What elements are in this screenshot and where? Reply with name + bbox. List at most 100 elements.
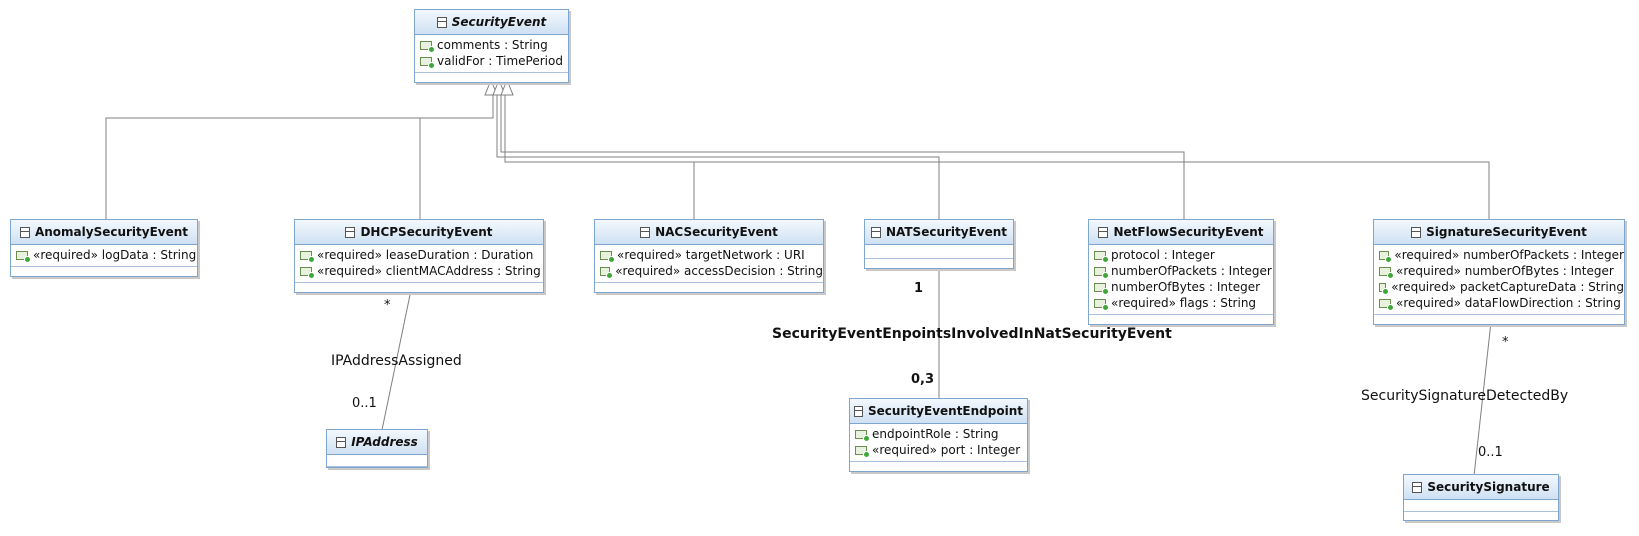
multiplicity-endpoint-side: 0,3 [911, 372, 935, 387]
class-icon [345, 226, 356, 238]
attribute-text: endpointRole : String [872, 427, 999, 441]
class-nac-security-event[interactable]: NACSecurityEvent «required» targetNetwor… [594, 219, 824, 293]
attribute-row[interactable]: «required» logData : String [11, 247, 197, 263]
class-header: SecurityEventEndpoint [850, 399, 1027, 424]
attribute-row[interactable]: «required» flags : String [1089, 295, 1273, 311]
operation-compartment [865, 259, 1013, 268]
class-nat-security-event[interactable]: NATSecurityEvent [864, 219, 1014, 269]
operation-compartment [595, 283, 823, 292]
class-name: SecuritySignature [1427, 480, 1550, 494]
attribute-row[interactable]: numberOfBytes : Integer [1089, 279, 1273, 295]
attribute-row[interactable]: «required» accessDecision : String [595, 263, 823, 279]
attribute-icon [600, 250, 615, 263]
class-icon [640, 226, 651, 238]
attribute-text: «required» numberOfPackets : Integer [1394, 248, 1624, 262]
attribute-row[interactable]: «required» numberOfBytes : Integer [1374, 263, 1624, 279]
class-security-event[interactable]: SecurityEvent comments : String validFor… [414, 9, 569, 83]
class-name: AnomalySecurityEvent [34, 225, 189, 239]
association-signature-detected [1473, 321, 1492, 477]
operation-compartment [415, 73, 568, 82]
attribute-icon [1379, 250, 1393, 263]
attribute-row[interactable]: «required» dataFlowDirection : String [1374, 295, 1624, 311]
multiplicity-dhcp-side: * [384, 298, 391, 313]
operation-compartment [1089, 315, 1273, 324]
class-icon [854, 405, 863, 417]
class-netflow-security-event[interactable]: NetFlowSecurityEvent protocol : Integer … [1088, 219, 1274, 325]
class-name: NACSecurityEvent [655, 225, 778, 239]
attribute-row[interactable]: «required» targetNetwork : URI [595, 247, 823, 263]
attribute-text: «required» logData : String [33, 248, 197, 262]
operation-compartment [1404, 512, 1558, 520]
attribute-row[interactable]: validFor : TimePeriod [415, 53, 568, 69]
attribute-text: «required» leaseDuration : Duration [317, 248, 534, 262]
attribute-row[interactable]: numberOfPackets : Integer [1089, 263, 1273, 279]
attribute-row[interactable]: comments : String [415, 37, 568, 53]
multiplicity-security-signature-side: 0..1 [1478, 445, 1503, 460]
class-security-event-endpoint[interactable]: SecurityEventEndpoint endpointRole : Str… [849, 398, 1028, 472]
association-label-nat-endpoints: SecurityEventEnpointsInvolvedInNatSecuri… [772, 326, 1172, 342]
class-dhcp-security-event[interactable]: DHCPSecurityEvent «required» leaseDurati… [294, 219, 544, 293]
class-signature-security-event[interactable]: SignatureSecurityEvent «required» number… [1373, 219, 1625, 325]
association-label-signature-detected: SecuritySignatureDetectedBy [1361, 388, 1569, 404]
class-security-signature[interactable]: SecuritySignature [1403, 474, 1559, 521]
operation-compartment [11, 267, 197, 276]
attribute-compartment: «required» leaseDuration : Duration «req… [295, 245, 543, 283]
generalization-nat [496, 95, 940, 222]
generalization-nac [504, 95, 695, 222]
attribute-icon [420, 40, 435, 53]
attribute-compartment: «required» numberOfPackets : Integer «re… [1374, 245, 1624, 315]
attribute-icon [300, 266, 315, 279]
attribute-compartment: comments : String validFor : TimePeriod [415, 35, 568, 73]
attribute-row[interactable]: «required» packetCaptureData : String [1374, 279, 1624, 295]
attribute-row[interactable]: «required» port : Integer [850, 442, 1027, 458]
attribute-text: numberOfBytes : Integer [1111, 280, 1261, 294]
operation-compartment [1374, 315, 1624, 324]
attribute-icon [420, 56, 435, 69]
attribute-compartment: endpointRole : String «required» port : … [850, 424, 1027, 462]
attribute-text: «required» numberOfBytes : Integer [1396, 264, 1614, 278]
operation-compartment [850, 462, 1027, 471]
attribute-icon [1379, 282, 1390, 295]
class-ip-address[interactable]: IPAddress [326, 429, 428, 468]
attribute-row[interactable]: «required» clientMACAddress : String [295, 263, 543, 279]
attribute-text: «required» packetCaptureData : String [1391, 280, 1624, 294]
attribute-row[interactable]: «required» leaseDuration : Duration [295, 247, 543, 263]
generalization-anomaly [105, 95, 494, 222]
attribute-row[interactable]: endpointRole : String [850, 426, 1027, 442]
attribute-icon [1094, 266, 1109, 279]
class-header: DHCPSecurityEvent [295, 220, 543, 245]
class-anomaly-security-event[interactable]: AnomalySecurityEvent «required» logData … [10, 219, 198, 277]
attribute-compartment [865, 245, 1013, 259]
attribute-icon [1379, 266, 1394, 279]
attribute-text: «required» dataFlowDirection : String [1396, 296, 1621, 310]
attribute-row[interactable]: «required» numberOfPackets : Integer [1374, 247, 1624, 263]
class-icon [19, 226, 30, 238]
class-name: IPAddress [351, 435, 418, 449]
attribute-compartment: «required» logData : String [11, 245, 197, 267]
attribute-compartment: «required» targetNetwork : URI «required… [595, 245, 823, 283]
class-icon [436, 16, 447, 28]
attribute-row[interactable]: protocol : Integer [1089, 247, 1273, 263]
class-header: SecurityEvent [415, 10, 568, 35]
attribute-icon [16, 250, 31, 263]
association-label-ip-address-assigned: IPAddressAssigned [331, 353, 462, 369]
class-icon [1411, 226, 1422, 238]
attribute-icon [600, 266, 614, 279]
attribute-icon [1094, 250, 1109, 263]
association-ip-address-assigned [381, 289, 412, 431]
class-name: NetFlowSecurityEvent [1113, 225, 1264, 239]
multiplicity-nat-side: 1 [914, 281, 924, 296]
class-name: SignatureSecurityEvent [1426, 225, 1587, 239]
class-header: NetFlowSecurityEvent [1089, 220, 1273, 245]
attribute-text: «required» accessDecision : String [615, 264, 823, 278]
attribute-text: «required» clientMACAddress : String [317, 264, 541, 278]
attribute-icon [1094, 282, 1109, 295]
attribute-text: «required» targetNetwork : URI [617, 248, 805, 262]
class-icon [336, 436, 347, 448]
class-icon [1098, 226, 1109, 238]
class-name: DHCPSecurityEvent [360, 225, 493, 239]
attribute-compartment [1404, 500, 1558, 512]
attribute-icon [300, 250, 315, 263]
class-header: IPAddress [327, 430, 427, 455]
